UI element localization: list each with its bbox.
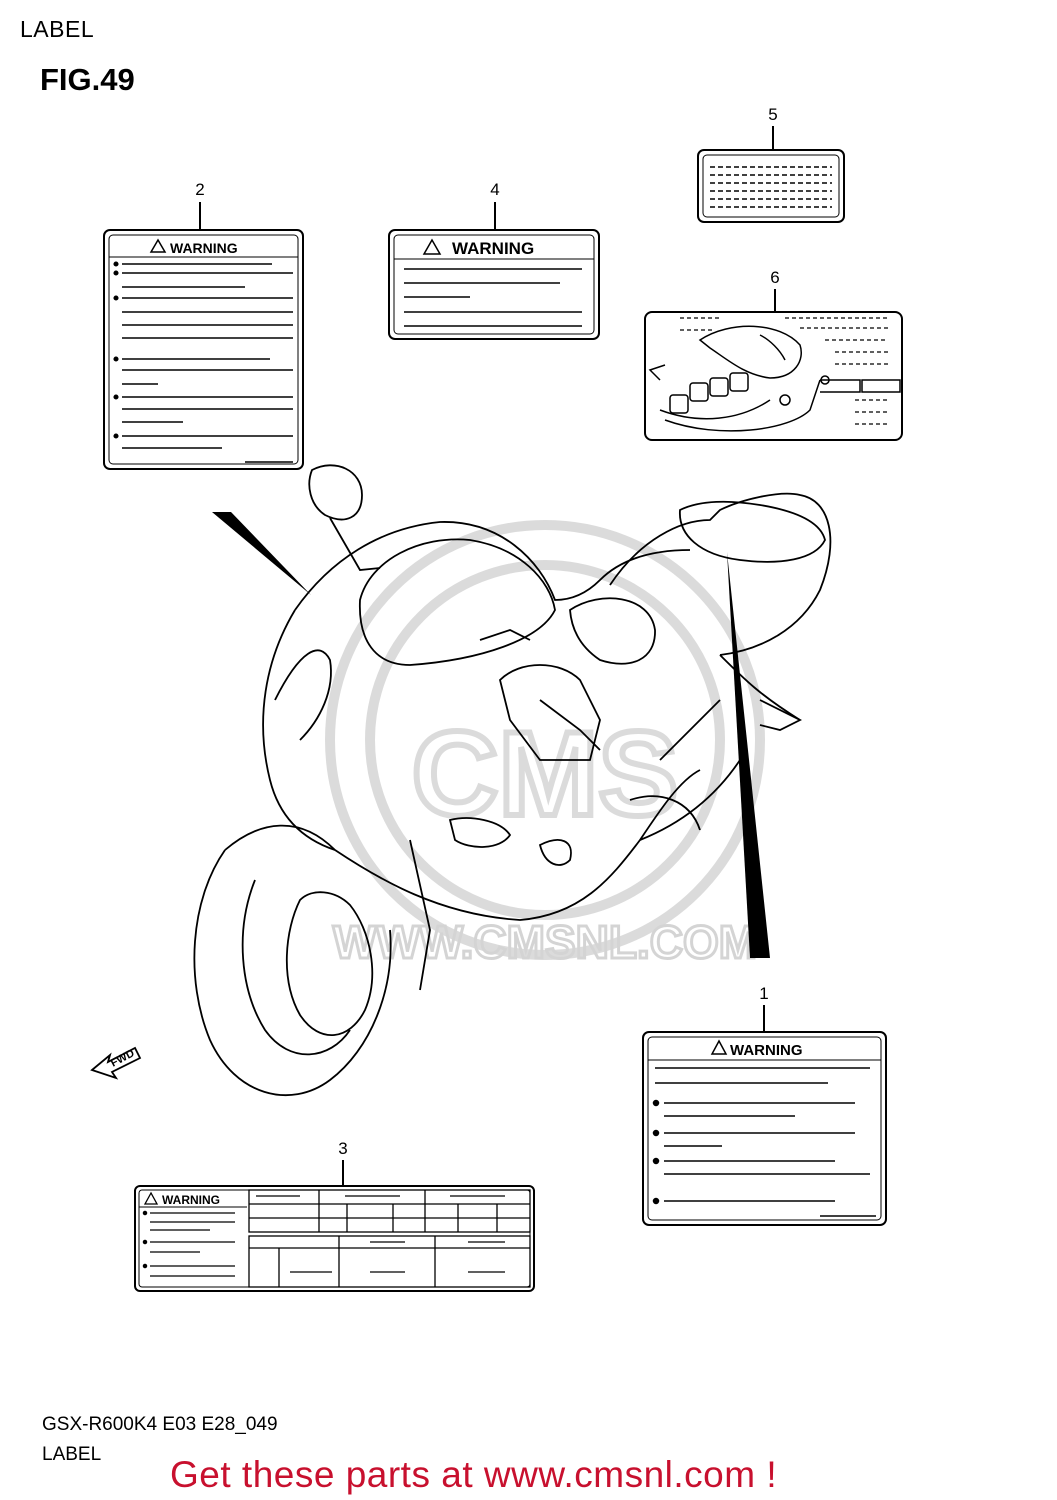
callout-1: 1	[759, 984, 768, 1003]
part-6-label[interactable]: 6	[644, 268, 903, 441]
model-code: GSX-R600K4 E03 E28_049	[42, 1414, 278, 1435]
callout-6: 6	[770, 268, 779, 287]
callout-3: 3	[338, 1139, 347, 1158]
part-2-label[interactable]: 2 WARNING	[103, 180, 304, 470]
hose-routing-drawing	[648, 325, 901, 432]
watermark-logo: CMS	[412, 707, 679, 841]
part-1-label[interactable]: 1 WARNING	[642, 984, 887, 1226]
motorcycle-drawing	[193, 464, 832, 1096]
promo-link[interactable]: Get these parts at www.cmsnl.com !	[170, 1454, 778, 1495]
warning-title: WARNING	[170, 240, 238, 256]
part-5-label[interactable]: 5	[697, 105, 845, 223]
callout-4: 4	[490, 180, 499, 199]
part-4-label[interactable]: 4 WARNING	[388, 180, 600, 340]
warning-title: WARNING	[162, 1193, 220, 1207]
cms-watermark: CMS WWW.CMSNL.COM	[325, 520, 765, 970]
callout-2: 2	[195, 180, 204, 199]
figure-number: FIG.49	[40, 62, 135, 97]
warning-title: WARNING	[452, 239, 534, 258]
watermark-url: WWW.CMSNL.COM	[333, 916, 757, 968]
section-header: LABEL	[20, 16, 95, 42]
fwd-arrow-icon: FWD	[90, 1046, 142, 1080]
spec-table	[248, 1189, 531, 1288]
pointer-arrow-1	[727, 552, 770, 958]
callout-5: 5	[768, 105, 777, 124]
category-label: LABEL	[42, 1444, 102, 1465]
part-3-label[interactable]: 3 WARNING	[134, 1139, 535, 1292]
warning-title: WARNING	[730, 1042, 803, 1059]
pointer-arrow-2	[212, 512, 311, 595]
